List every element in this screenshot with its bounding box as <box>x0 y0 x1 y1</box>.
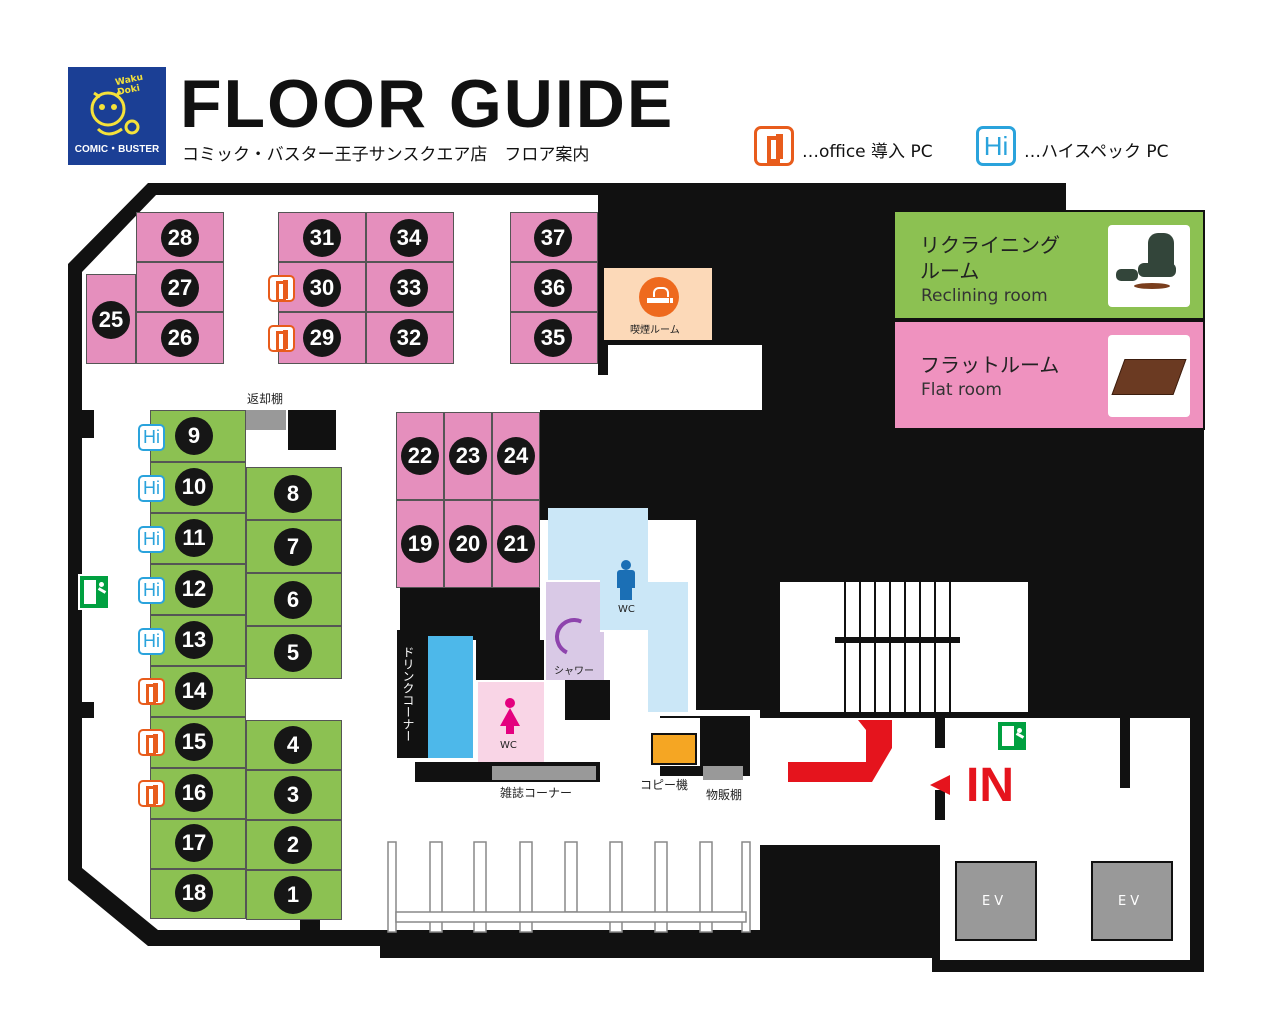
booth-number-13: 13 <box>175 621 213 659</box>
booth-number-11: 11 <box>175 519 213 557</box>
entrance-label: IN <box>966 759 1014 812</box>
office-icon <box>138 780 165 807</box>
office-icon <box>138 678 165 705</box>
booth-number-31: 31 <box>303 219 341 257</box>
emergency-exit-icon-2 <box>996 720 1028 752</box>
booth-number-17: 17 <box>175 824 213 862</box>
hispec-icon: Hi <box>976 126 1016 166</box>
office-icon <box>268 325 295 352</box>
booth-number-7: 7 <box>274 528 312 566</box>
office-icon <box>268 275 295 302</box>
return-shelf-block <box>288 410 336 450</box>
booth-number-12: 12 <box>175 570 213 608</box>
copy-machine <box>651 733 697 765</box>
stair-steps <box>835 582 960 712</box>
booth-number-9: 9 <box>175 417 213 455</box>
logo-mascot-icon <box>90 90 140 136</box>
booth-number-37: 37 <box>534 219 572 257</box>
women-wc-icon <box>500 698 520 734</box>
magazine-shelf <box>492 766 596 780</box>
reception-label: 受付 <box>806 737 846 761</box>
return-shelf-label: 返却棚 <box>247 392 284 406</box>
hispec-icon: Hi <box>138 475 165 502</box>
booth-number-22: 22 <box>401 437 439 475</box>
booth-number-6: 6 <box>274 581 312 619</box>
booth-number-19: 19 <box>401 525 439 563</box>
comic-buster-logo: Waku Doki COMIC・BUSTER <box>68 67 166 165</box>
men-wc <box>548 508 688 712</box>
booth-number-34: 34 <box>390 219 428 257</box>
return-shelf <box>244 410 286 430</box>
booth-number-15: 15 <box>175 723 213 761</box>
reclining-room-title: リクライニング ルーム <box>920 233 1060 283</box>
goods-shelf-label: 物販棚 <box>706 788 743 802</box>
hispec-icon: Hi <box>138 628 165 655</box>
office-legend-text: …office 導入 PC <box>802 142 933 162</box>
hispec-icon: Hi <box>138 526 165 553</box>
hispec-icon: Hi <box>138 424 165 451</box>
elevator-2 <box>1091 861 1173 941</box>
hispec-legend-text: …ハイスペック PC <box>1024 142 1169 162</box>
women-wc-label: WC <box>500 740 517 751</box>
booth-number-4: 4 <box>274 726 312 764</box>
booth-number-21: 21 <box>497 525 535 563</box>
goods-shelf <box>703 766 743 780</box>
elevator-2-label: EV <box>1118 894 1144 909</box>
booth-number-10: 10 <box>175 468 213 506</box>
booth-number-36: 36 <box>534 269 572 307</box>
smoking-icon <box>639 277 679 317</box>
shower-label: シャワー <box>554 666 594 677</box>
booth-number-20: 20 <box>449 525 487 563</box>
booth-number-23: 23 <box>449 437 487 475</box>
men-wc-icon <box>617 560 635 600</box>
booth-number-5: 5 <box>274 634 312 672</box>
reclining-chair-icon <box>1108 225 1190 307</box>
hispec-icon: Hi <box>138 577 165 604</box>
booth-number-3: 3 <box>274 776 312 814</box>
office-icon <box>754 126 794 166</box>
booth-number-28: 28 <box>161 219 199 257</box>
logo-text: COMIC・BUSTER <box>74 144 160 155</box>
flat-mat-icon <box>1108 335 1190 417</box>
page-title: FLOOR GUIDE <box>180 66 675 142</box>
elevator-1 <box>955 861 1037 941</box>
booth-number-14: 14 <box>175 672 213 710</box>
smoking-label: 喫煙ルーム <box>630 325 680 336</box>
booth-number-33: 33 <box>390 269 428 307</box>
flat-room-subtitle: Flat room <box>921 380 1002 400</box>
reclining-room-subtitle: Reclining room <box>921 286 1048 306</box>
flat-room-title: フラットルーム <box>920 353 1060 377</box>
booth-number-35: 35 <box>534 319 572 357</box>
booth-number-16: 16 <box>175 774 213 812</box>
booth-number-29: 29 <box>303 319 341 357</box>
booth-number-25: 25 <box>92 301 130 339</box>
booth-number-32: 32 <box>390 319 428 357</box>
reception-counter <box>788 720 892 782</box>
men-wc-label: WC <box>618 604 635 615</box>
booth-number-8: 8 <box>274 475 312 513</box>
bookshelves <box>387 841 751 933</box>
entrance-arrow-icon <box>930 775 950 795</box>
booth-number-27: 27 <box>161 269 199 307</box>
office-icon <box>138 729 165 756</box>
booth-number-26: 26 <box>161 319 199 357</box>
copy-machine-label: コピー機 <box>640 778 689 792</box>
booth-number-18: 18 <box>175 874 213 912</box>
magazine-corner-label: 雑誌コーナー <box>500 786 573 800</box>
elevator-1-label: EV <box>982 894 1008 909</box>
drink-corner-label: ドリンクコーナー <box>401 646 415 742</box>
booth-number-1: 1 <box>274 876 312 914</box>
booth-number-2: 2 <box>274 826 312 864</box>
shower-room <box>546 582 604 680</box>
booth-number-24: 24 <box>497 437 535 475</box>
emergency-exit-icon <box>78 574 110 610</box>
booth-number-30: 30 <box>303 269 341 307</box>
drink-counter <box>428 636 473 758</box>
page-subtitle: コミック・バスター王子サンスクエア店 フロア案内 <box>182 145 590 165</box>
